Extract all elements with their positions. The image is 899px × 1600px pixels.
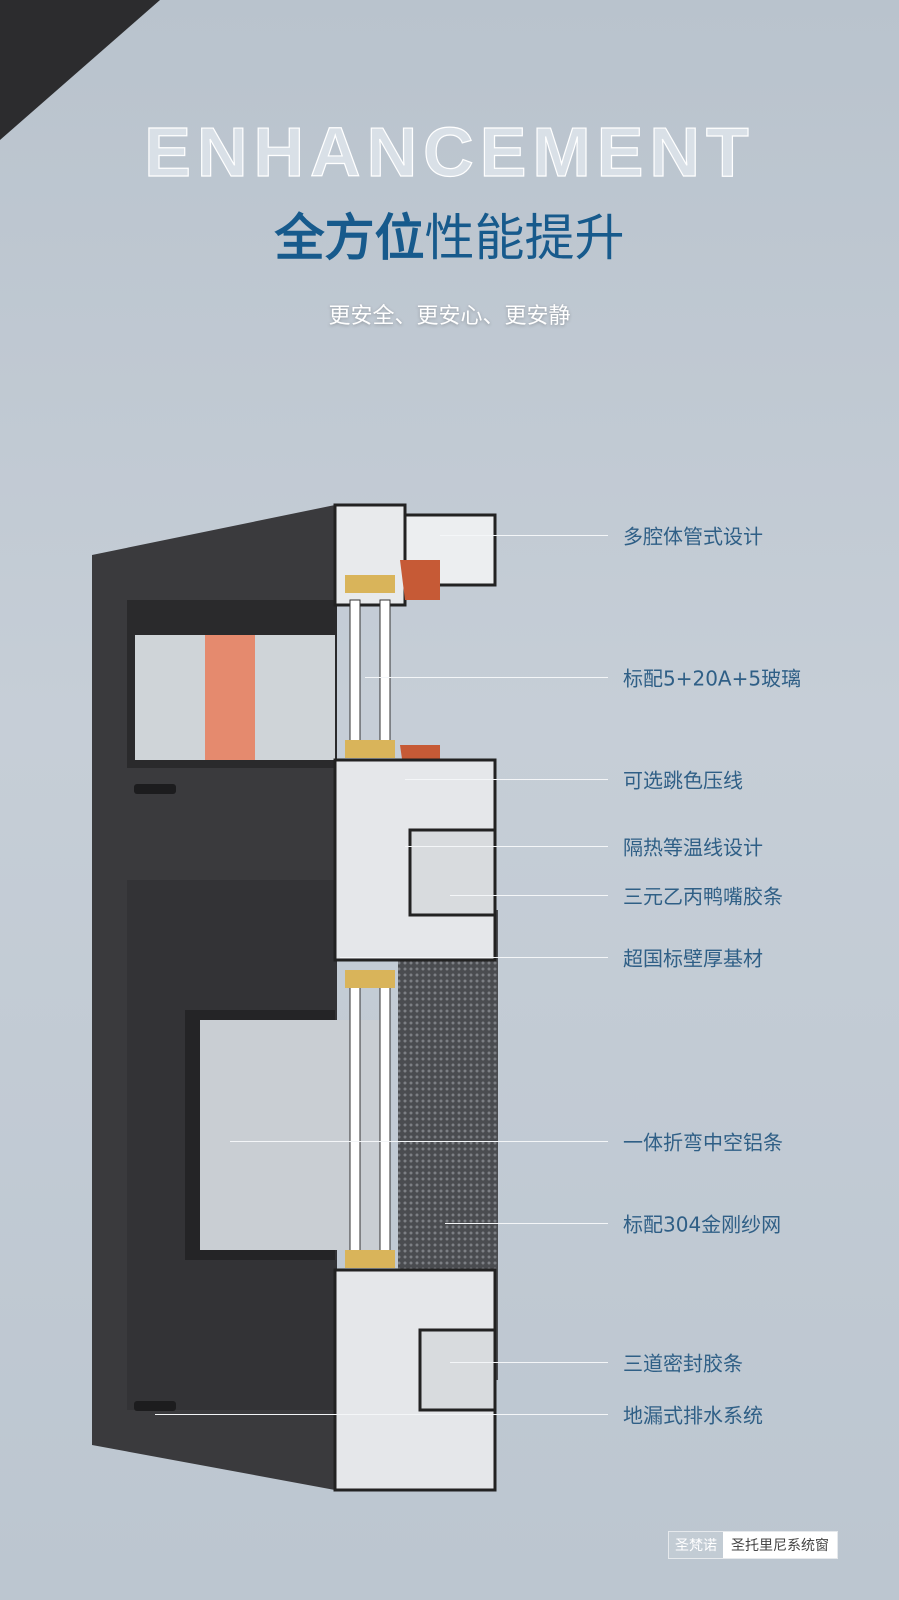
feature-label: 标配5+20A+5玻璃 [623, 666, 802, 691]
pointer-line [230, 1141, 608, 1142]
pointer-line [340, 957, 608, 958]
pointer-line [365, 677, 608, 678]
pointer-line [440, 535, 608, 536]
feature-label: 三道密封胶条 [623, 1351, 743, 1376]
brand-badge: 圣梵诺 圣托里尼系统窗 [668, 1531, 838, 1559]
feature-label: 标配304金刚纱网 [623, 1212, 782, 1237]
title-bold: 全方位 [274, 209, 425, 267]
title-light: 性能提升 [424, 209, 625, 267]
pointer-line [445, 1223, 608, 1224]
feature-label: 超国标壁厚基材 [623, 946, 763, 971]
subtitle: 更安全、更安心、更安静 [328, 304, 571, 329]
feature-label: 隔热等温线设计 [623, 835, 763, 860]
feature-label: 可选跳色压线 [623, 768, 743, 793]
feature-label: 三元乙丙鸭嘴胶条 [623, 884, 783, 909]
feature-label: 地漏式排水系统 [623, 1403, 763, 1428]
english-heading: ENHANCEMENT [144, 112, 755, 191]
brand-name: 圣梵诺 [669, 1532, 723, 1558]
feature-label: 多腔体管式设计 [623, 524, 763, 549]
pointer-line [405, 846, 608, 847]
corner-decoration [0, 0, 160, 140]
brand-series: 圣托里尼系统窗 [723, 1532, 837, 1558]
page-title: 全方位性能提升 [0, 198, 899, 270]
vent-bottom [134, 1401, 176, 1411]
vent-top [134, 784, 176, 794]
feature-label: 一体折弯中空铝条 [623, 1130, 783, 1155]
pointer-line [450, 895, 608, 896]
pointer-line [155, 1414, 608, 1415]
pointer-line [450, 1362, 608, 1363]
pointer-line [405, 779, 608, 780]
